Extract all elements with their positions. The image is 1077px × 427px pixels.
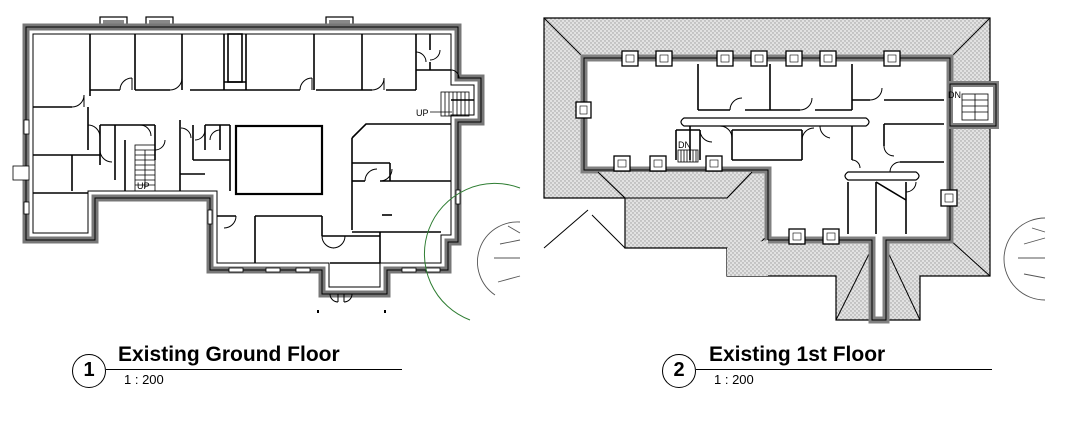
view-title-first-floor: Existing 1st Floor <box>709 343 886 366</box>
title-rule-2 <box>696 369 992 370</box>
ground-floor-plan: UP UP <box>12 16 521 321</box>
stair-label-dn-2: DN <box>948 90 961 100</box>
stair-label-dn-1: DN <box>678 140 691 150</box>
view-scale-1: 1 : 200 <box>124 372 164 387</box>
stair-label-up-1: UP <box>137 181 150 191</box>
view-number-2: 2 <box>662 354 696 388</box>
view-scale-2: 1 : 200 <box>714 372 754 387</box>
first-floor-plan: DN DN <box>543 17 1046 324</box>
view-number-1: 1 <box>72 354 106 388</box>
stair-label-up-2: UP <box>416 108 429 118</box>
title-rule-1 <box>106 369 402 370</box>
view-title-ground-floor: Existing Ground Floor <box>118 343 340 366</box>
